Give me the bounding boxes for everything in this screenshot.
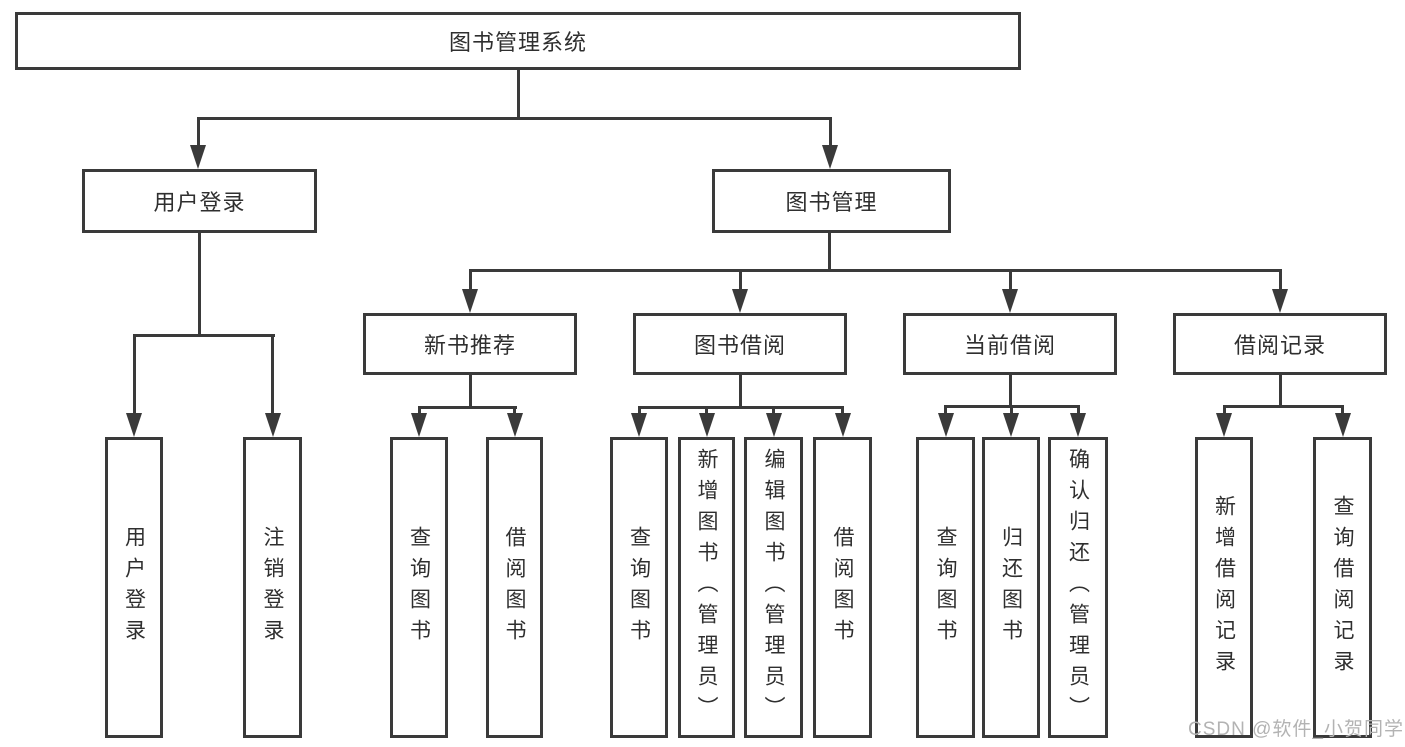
- connector-line: [1076, 406, 1080, 413]
- connector-line: [1278, 270, 1282, 289]
- arrow-down-icon: [411, 413, 427, 437]
- leaf-borrow-book-recommend: 借阅图书: [486, 437, 543, 738]
- connector-line: [417, 405, 517, 409]
- arrow-down-icon: [1003, 413, 1019, 437]
- node-book-management: 图书管理: [712, 169, 951, 233]
- connector-line: [271, 335, 274, 413]
- connector-line: [468, 270, 472, 289]
- connector-line: [841, 407, 844, 413]
- node-borrow-records: 借阅记录: [1173, 313, 1387, 375]
- arrow-down-icon: [631, 413, 647, 437]
- connector-line: [738, 270, 742, 289]
- arrow-down-icon: [834, 413, 851, 437]
- leaf-return-book: 归还图书: [982, 437, 1040, 738]
- arrow-down-icon: [937, 413, 954, 437]
- connector-line: [1008, 270, 1012, 289]
- arrow-down-icon: [1002, 289, 1018, 313]
- arrow-down-icon: [264, 413, 281, 437]
- leaf-edit-book-admin: 编辑图书（管理员）: [744, 437, 803, 738]
- connector-line: [1341, 406, 1344, 413]
- leaf-user-login: 用户登录: [105, 437, 163, 738]
- arrow-down-icon: [732, 289, 748, 313]
- leaf-add-book-admin: 新增图书（管理员）: [678, 437, 735, 738]
- connector-line: [132, 333, 275, 337]
- node-user-login: 用户登录: [82, 169, 317, 233]
- arrow-down-icon: [506, 413, 523, 437]
- leaf-query-book-borrow: 查询图书: [610, 437, 668, 738]
- connector-line: [637, 405, 844, 409]
- connector-line: [468, 268, 1282, 272]
- connector-line: [1008, 373, 1012, 406]
- connector-line: [196, 118, 200, 145]
- leaf-query-book-recommend: 查询图书: [390, 437, 448, 738]
- arrow-down-icon: [190, 145, 206, 169]
- connector-line: [828, 231, 831, 270]
- node-current-borrow: 当前借阅: [903, 313, 1117, 375]
- connector-line: [1222, 406, 1226, 413]
- connector-line: [738, 373, 742, 407]
- node-new-book-recommend: 新书推荐: [363, 313, 577, 375]
- arrow-down-icon: [1334, 413, 1351, 437]
- connector-line: [516, 68, 520, 118]
- leaf-confirm-return-admin: 确认归还（管理员）: [1048, 437, 1108, 738]
- connector-line: [468, 373, 472, 407]
- leaf-borrow-book: 借阅图书: [813, 437, 872, 738]
- node-root-system: 图书管理系统: [15, 12, 1021, 70]
- arrow-down-icon: [822, 145, 838, 169]
- arrow-down-icon: [1272, 289, 1288, 313]
- arrow-down-icon: [1070, 413, 1086, 437]
- leaf-query-book-current: 查询图书: [916, 437, 975, 738]
- connector-line: [198, 231, 201, 335]
- arrow-down-icon: [126, 413, 142, 437]
- arrow-down-icon: [1216, 413, 1232, 437]
- connector-line: [705, 407, 708, 413]
- connector-line: [828, 118, 832, 145]
- connector-line: [1009, 406, 1013, 413]
- arrow-down-icon: [698, 413, 715, 437]
- node-book-borrow: 图书借阅: [633, 313, 847, 375]
- connector-line: [513, 407, 516, 413]
- leaf-add-borrow-record: 新增借阅记录: [1195, 437, 1253, 738]
- arrow-down-icon: [462, 289, 478, 313]
- connector-line: [417, 407, 421, 413]
- leaf-logout: 注销登录: [243, 437, 302, 738]
- connector-line: [772, 407, 775, 413]
- connector-line: [1278, 373, 1282, 406]
- connector-line: [637, 407, 641, 413]
- connector-line: [196, 116, 832, 120]
- leaf-query-borrow-record: 查询借阅记录: [1313, 437, 1372, 738]
- arrow-down-icon: [765, 413, 782, 437]
- connector-line: [944, 406, 947, 413]
- connector-line: [132, 335, 136, 413]
- watermark: CSDN @软件_小贺同学: [1188, 719, 1404, 740]
- connector-line: [1222, 404, 1344, 408]
